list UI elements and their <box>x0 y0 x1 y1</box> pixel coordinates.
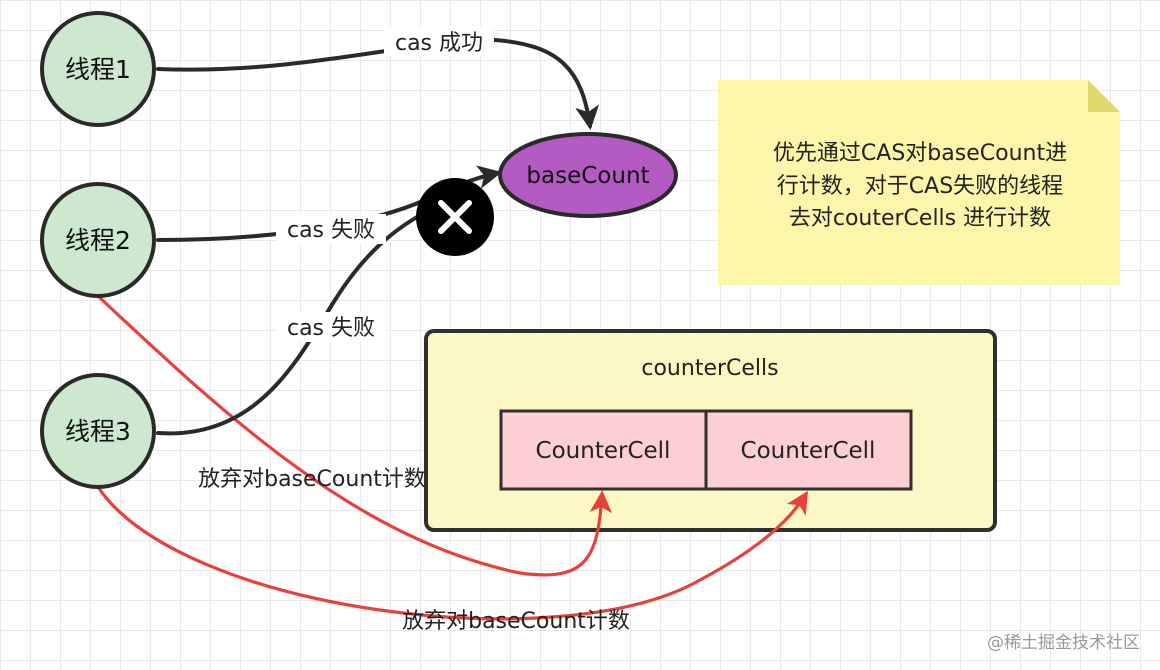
thread-2-node: 线程2 <box>40 182 156 298</box>
note: 优先通过CAS对baseCount进 行计数，对于CAS失败的线程 去对cout… <box>718 80 1120 285</box>
label-t2-fail: cas 失败 <box>287 218 375 243</box>
label-t2-fail-group: cas 失败 <box>276 214 386 244</box>
label-t3-fail: cas 失败 <box>287 316 375 341</box>
thread-3-node: 线程3 <box>40 373 156 489</box>
counter-cell-2: CounterCell <box>704 409 913 491</box>
base-count-node: baseCount <box>498 132 678 218</box>
counter-cell-1-label: CounterCell <box>536 438 671 464</box>
label-t2-giveup: 放弃对baseCount计数 <box>198 467 426 492</box>
label-t1-success-group: cas 成功 <box>384 26 494 56</box>
close-x-icon <box>416 178 494 256</box>
edge-thread2-giveup <box>96 294 613 577</box>
thread-3-label: 线程3 <box>65 417 131 446</box>
note-line-3: 去对couterCells 进行计数 <box>789 206 1051 231</box>
label-t3-giveup: 放弃对baseCount计数 <box>402 609 630 634</box>
base-count-label: baseCount <box>526 163 649 189</box>
edge-thread1-success <box>156 37 600 130</box>
thread-1-node: 线程1 <box>40 11 156 127</box>
watermark: @稀土掘金技术社区 <box>987 633 1140 653</box>
thread-1-label: 线程1 <box>65 55 131 84</box>
note-line-2: 行计数，对于CAS失败的线程 <box>777 174 1063 199</box>
counter-cell-1: CounterCell <box>499 409 708 491</box>
counter-cell-2-label: CounterCell <box>741 438 876 464</box>
thread-2-label: 线程2 <box>65 226 131 255</box>
edge-thread3-giveup <box>96 485 808 621</box>
label-t1-success: cas 成功 <box>395 31 483 56</box>
counter-cells-container: counterCells CounterCell CounterCell <box>424 329 997 532</box>
label-t3-fail-group: cas 失败 <box>276 312 386 342</box>
note-line-1: 优先通过CAS对baseCount进 <box>773 141 1067 166</box>
counter-cells-title: counterCells <box>641 356 778 381</box>
